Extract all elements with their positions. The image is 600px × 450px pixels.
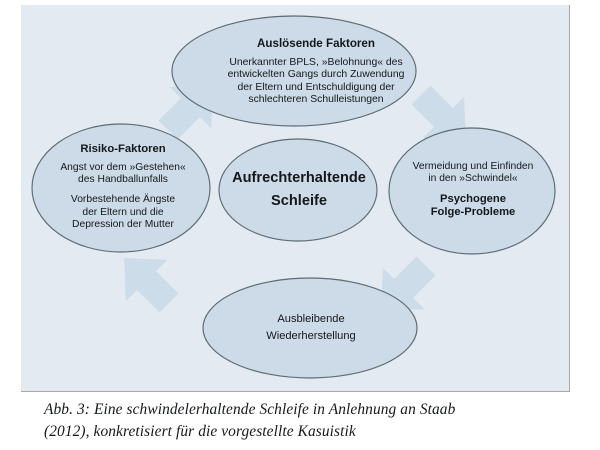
ellipse-recovery[interactable] bbox=[202, 277, 418, 379]
node-problems[interactable]: Vermeidung und Einfinden in den »Schwind… bbox=[389, 127, 557, 253]
node-risk-line-2: des Handballunfalls bbox=[78, 174, 168, 186]
node-recovery-line-1: Ausbleibende bbox=[277, 312, 345, 325]
node-problems-body: Vermeidung und Einfinden in den »Schwind… bbox=[413, 161, 534, 186]
node-problems-heading-line-2: Folge-Probleme bbox=[430, 206, 516, 219]
node-risk-heading: Risiko-Faktoren bbox=[80, 142, 166, 155]
node-loop-line-2: Schleife bbox=[271, 193, 327, 209]
node-risk-body-two: Vorbestehende Ängste der Eltern und die … bbox=[71, 194, 175, 231]
node-trigger-line-3: der Eltern und Entschuldigung der bbox=[237, 81, 395, 93]
node-trigger-line-4: schlechteren Schulleistungen bbox=[248, 94, 384, 106]
figure-caption-line-1: Abb. 3: Eine schwindelerhaltende Schleif… bbox=[44, 401, 456, 418]
node-risk-line-3: Vorbestehende Ängste bbox=[70, 194, 176, 206]
node-risk-line-1: Angst vor dem »Gestehen« bbox=[60, 161, 186, 173]
node-trigger-body: Unerkannter BPLS, »Belohnung« des entwic… bbox=[228, 57, 405, 107]
figure-frame: Auslösende Faktoren Unerkannter BPLS, »B… bbox=[21, 5, 570, 392]
node-problems-heading-line-1: Psychogene bbox=[440, 192, 506, 205]
node-risk-line-4: der Eltern und die bbox=[82, 206, 164, 218]
node-loop[interactable]: Aufrechterhaltende Schleife bbox=[220, 139, 378, 241]
node-loop-line-1: Aufrechterhaltende bbox=[232, 170, 366, 187]
node-trigger-line-2: entwickelten Gangs durch Zuwendung bbox=[227, 69, 405, 81]
node-trigger[interactable]: Auslösende Faktoren Unerkannter BPLS, »B… bbox=[183, 18, 449, 126]
figure-caption: Abb. 3: Eine schwindelerhaltende Schleif… bbox=[44, 399, 574, 443]
figure-caption-line-2: (2012), konkretisiert für die vorgestell… bbox=[44, 422, 356, 440]
ellipse-loop[interactable] bbox=[218, 138, 378, 242]
node-problems-heading: Psychogene Folge-Probleme bbox=[431, 193, 516, 219]
node-trigger-line-1: Unerkannter BPLS, »Belohnung« des bbox=[229, 56, 403, 68]
node-problems-line-1: Vermeidung und Einfinden bbox=[412, 160, 534, 172]
ellipse-risk[interactable] bbox=[31, 123, 211, 253]
diagram-canvas bbox=[31, 15, 556, 379]
ellipse-trigger[interactable] bbox=[171, 15, 417, 127]
node-problems-line-2: in den »Schwindel« bbox=[428, 172, 518, 184]
node-risk-body-one: Angst vor dem »Gestehen« des Handballunf… bbox=[60, 162, 185, 187]
node-recovery-line-2: Wiederherstellung bbox=[266, 330, 356, 342]
node-risk-line-5: Depression der Mutter bbox=[72, 219, 174, 231]
node-risk[interactable]: Risiko-Faktoren Angst vor dem »Gestehen«… bbox=[33, 123, 213, 251]
ellipse-problems[interactable] bbox=[388, 127, 556, 255]
node-trigger-heading: Auslösende Faktoren bbox=[257, 37, 375, 51]
node-recovery[interactable]: Ausbleibende Wiederherstellung bbox=[205, 278, 417, 378]
